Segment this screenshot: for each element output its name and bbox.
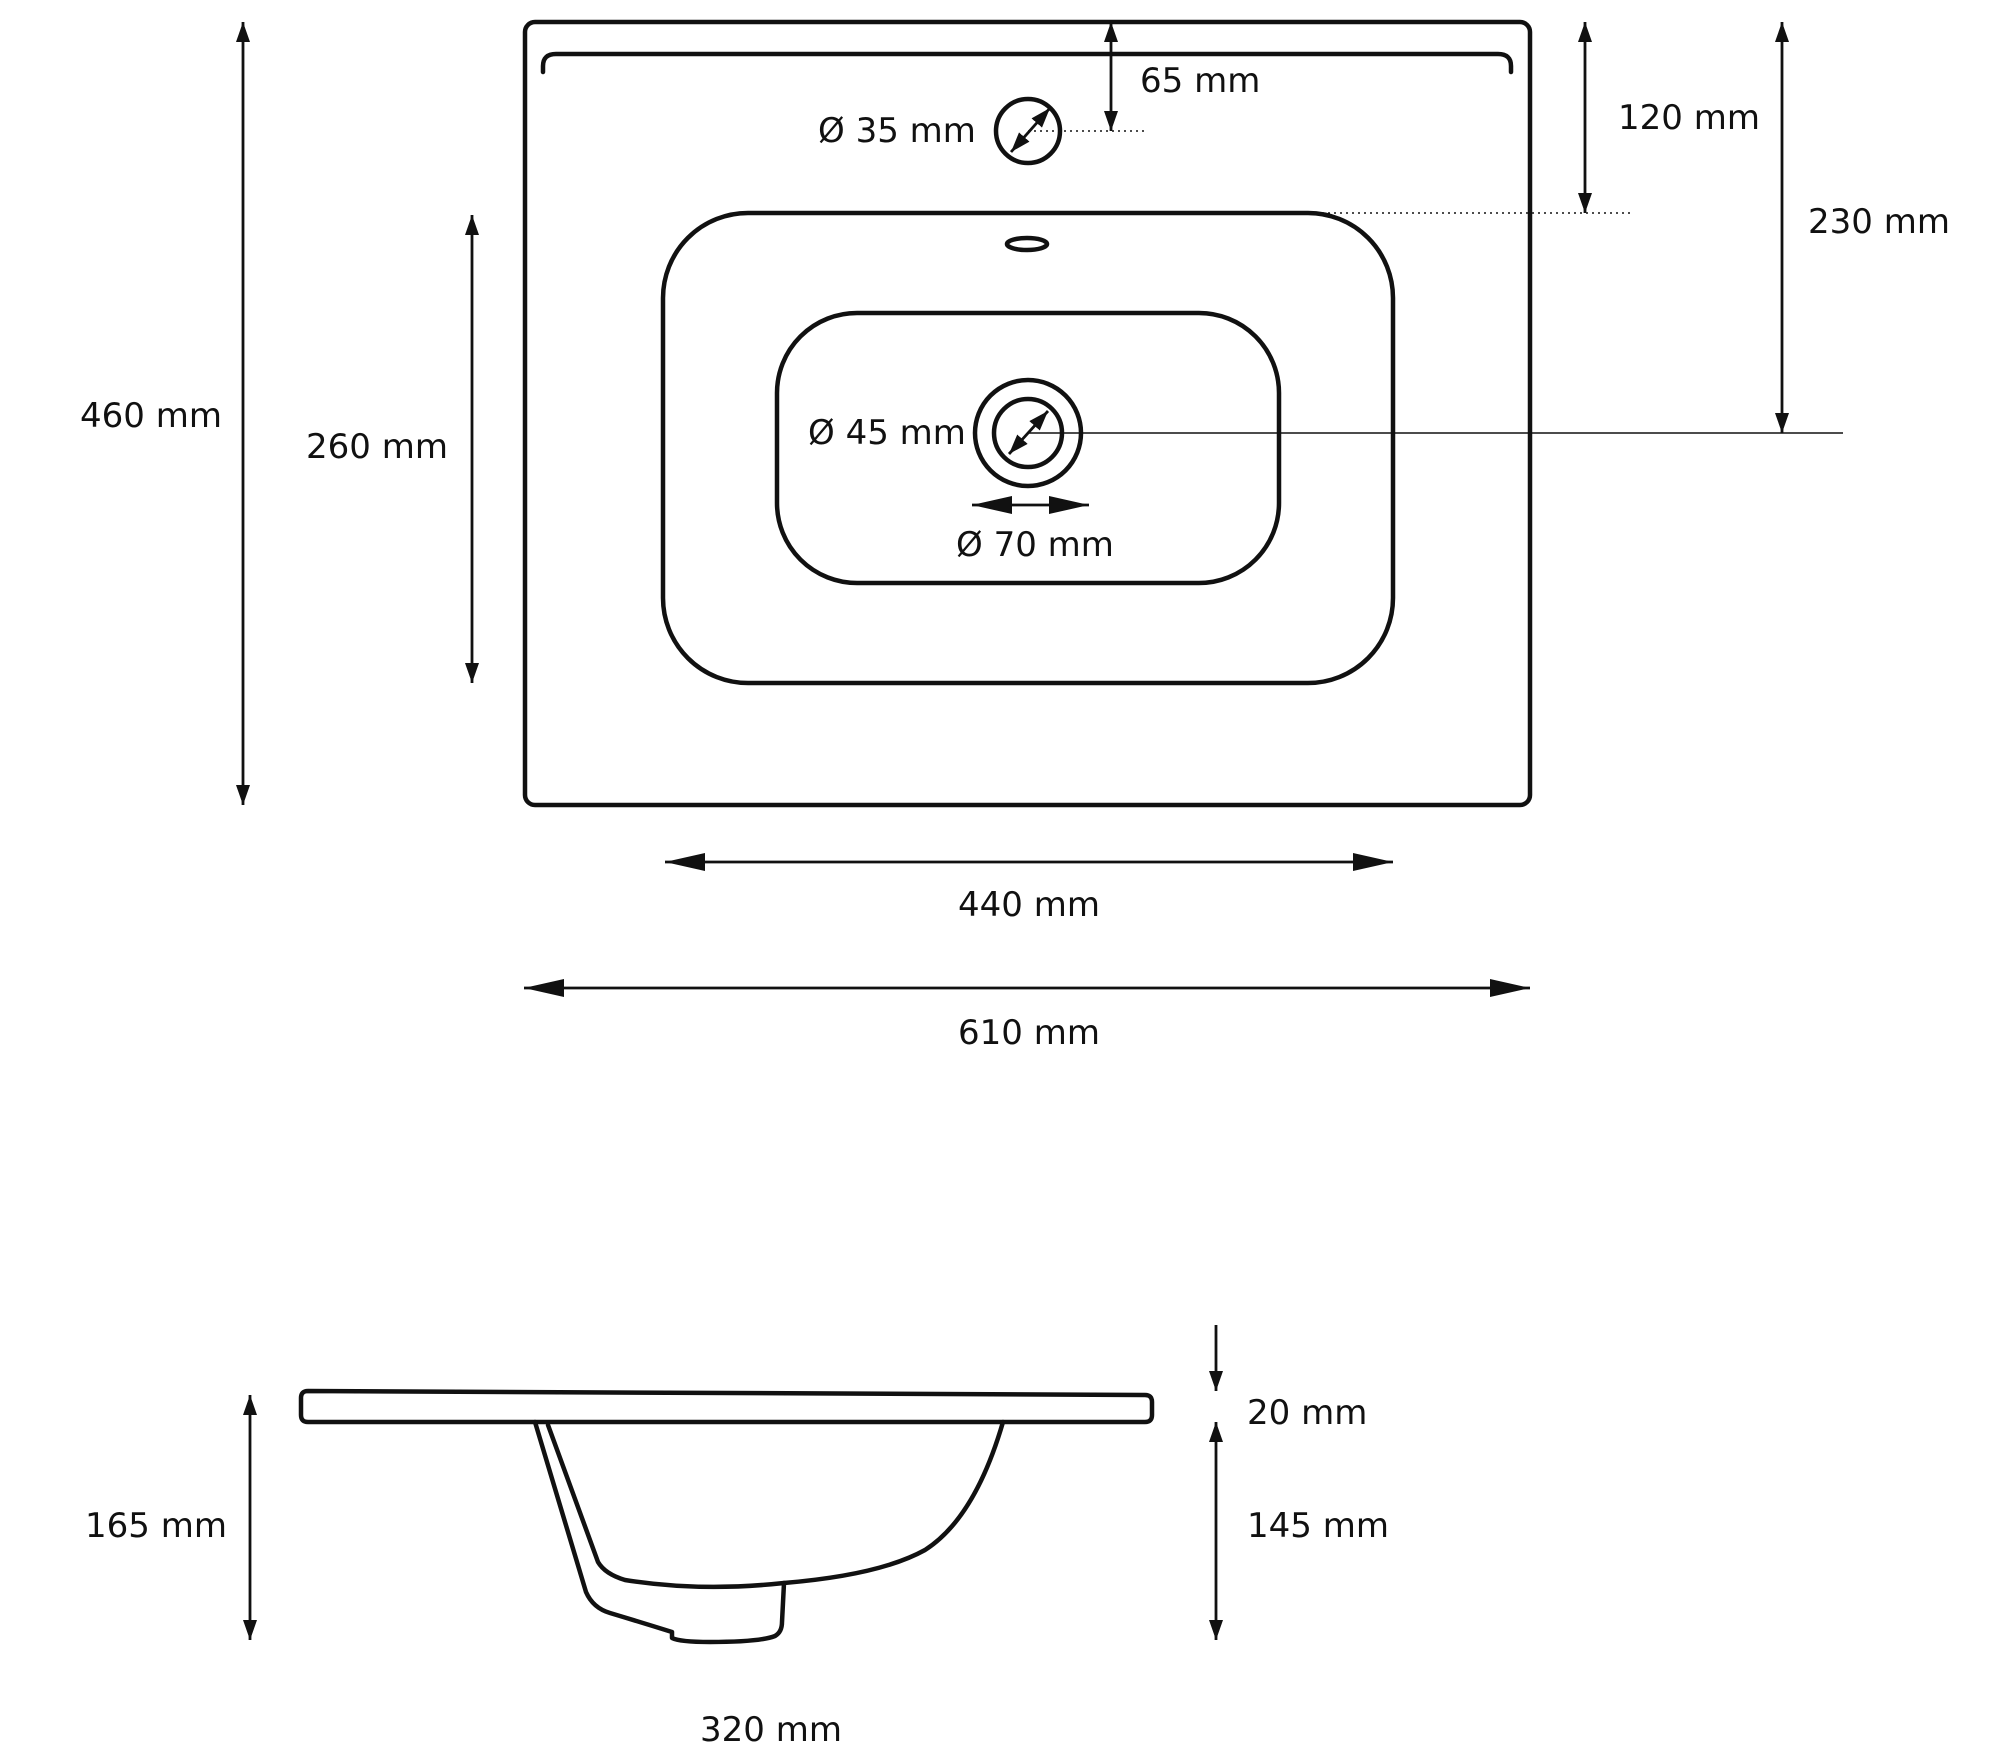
bowl-profile xyxy=(532,1419,1006,1645)
label-slab-thickness: 20 mm xyxy=(1247,1393,1367,1433)
countertop-slab xyxy=(298,1388,1155,1425)
label-bowl-width-side: 320 mm xyxy=(700,1710,842,1750)
label-rim-to-bowl: 120 mm xyxy=(1618,98,1760,138)
bowl-inner-profile xyxy=(545,1422,787,1590)
label-bowl-height: 260 mm xyxy=(306,427,448,467)
label-tap-offset: 65 mm xyxy=(1140,61,1260,101)
bowl-outer-outline xyxy=(660,210,1396,686)
label-rim-to-drain: 230 mm xyxy=(1808,202,1950,242)
label-total-height: 460 mm xyxy=(80,396,222,436)
label-total-width: 610 mm xyxy=(958,1013,1100,1053)
side-view: 165 mm 20 mm 145 mm 320 mm xyxy=(85,1325,1389,1750)
label-bowl-depth: 145 mm xyxy=(1247,1506,1389,1546)
label-bowl-width: 440 mm xyxy=(958,885,1100,925)
label-side-total-height: 165 mm xyxy=(85,1506,227,1546)
label-tap-hole: Ø 35 mm xyxy=(818,111,976,151)
bowl-inner-outline xyxy=(774,310,1282,586)
tap-hole-diameter-arrow xyxy=(1009,107,1052,153)
back-rim-ridge xyxy=(540,51,1514,75)
label-drain-outer: Ø 70 mm xyxy=(956,525,1114,565)
overflow-slot xyxy=(1004,235,1050,253)
countertop-outline xyxy=(522,19,1533,808)
label-drain-hole: Ø 45 mm xyxy=(808,413,966,453)
top-view: 460 mm 260 mm 65 mm Ø 35 mm 120 mm 230 m… xyxy=(80,19,1950,1053)
